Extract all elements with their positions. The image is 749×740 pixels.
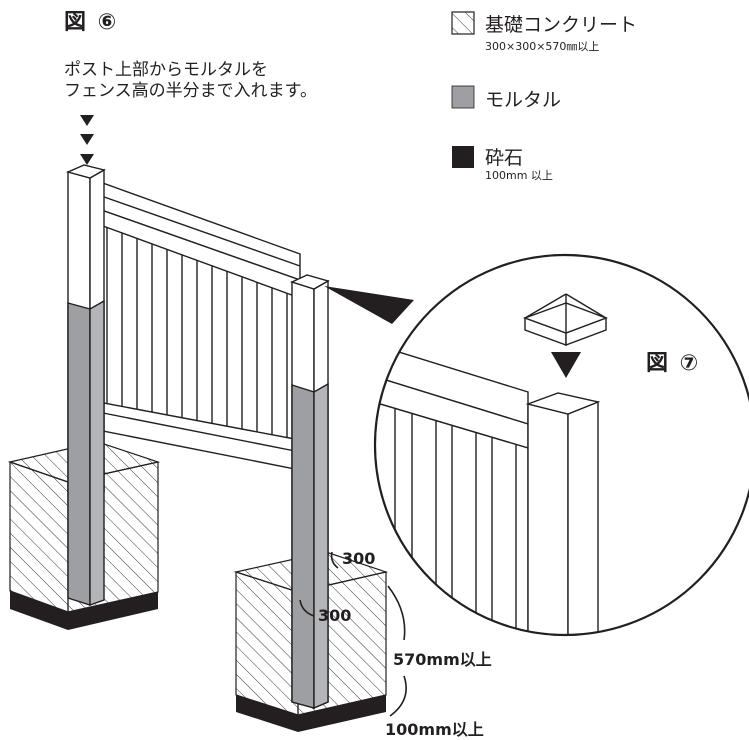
- legend-mortar-swatch: [451, 85, 475, 109]
- pour-arrows: [80, 115, 94, 165]
- dimension-marks: [299, 551, 407, 717]
- post-cap: [522, 293, 608, 347]
- legend-foundation-label: 基礎コンクリート: [485, 14, 638, 36]
- instruction-line-2: フェンス高の半分まで入れます。: [64, 81, 317, 101]
- dimension-depth: 570mm以上: [393, 650, 492, 669]
- figure-6-title: 図 ⑥: [64, 10, 119, 35]
- callout-pointer: [324, 286, 414, 324]
- dimension-width-a: 300: [342, 549, 376, 568]
- legend-foundation-sub: 300×300×570㎜以上: [485, 40, 600, 53]
- right-post: [290, 274, 330, 710]
- legend-mortar-label: モルタル: [485, 89, 562, 111]
- cap-down-arrow: [551, 352, 581, 378]
- detail-magnifier: [373, 253, 749, 637]
- dimension-gravel: 100mm以上: [385, 720, 484, 739]
- legend-gravel-label: 砕石: [485, 147, 524, 169]
- legend-foundation-swatch: [451, 11, 475, 35]
- instruction-text: ポスト上部からモルタルを フェンス高の半分まで入れます。: [64, 60, 317, 102]
- fence-panel: [87, 181, 301, 471]
- legend-gravel-swatch: [452, 146, 474, 168]
- dimension-width-b: 300: [318, 606, 352, 625]
- legend-gravel-sub: 100mm 以上: [485, 169, 553, 182]
- left-post: [65, 164, 106, 606]
- figure-7-title: 図 ⑦: [646, 351, 701, 376]
- instruction-line-1: ポスト上部からモルタルを: [64, 60, 268, 80]
